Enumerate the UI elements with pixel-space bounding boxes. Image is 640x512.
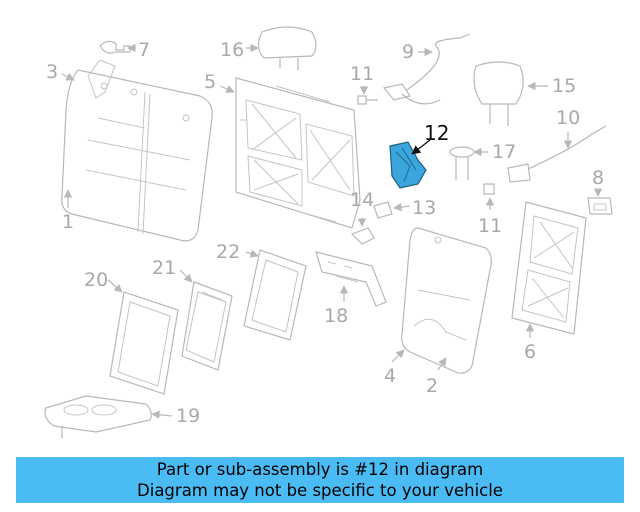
callout-16: 16 [220, 39, 244, 61]
callout-14: 14 [350, 189, 374, 211]
bolt-part-13[interactable] [373, 201, 393, 219]
callout-6: 6 [524, 341, 536, 363]
callout-17: 17 [492, 141, 516, 163]
callout-18: 18 [324, 305, 348, 327]
headrest-part-16[interactable] [257, 26, 317, 70]
callout-11-upper: 11 [350, 63, 374, 85]
panel-part-21[interactable] [181, 281, 233, 371]
callout-7: 7 [138, 39, 150, 61]
headrest-part-15[interactable] [473, 61, 524, 126]
armrest-part-19[interactable] [44, 395, 152, 438]
callout-8: 8 [592, 167, 604, 189]
seatback-cover-part-3[interactable] [61, 59, 213, 242]
callout-labels: 3 1 7 16 5 9 11 15 10 12 17 8 11 14 13 2… [46, 39, 604, 427]
parts-diagram: 3 1 7 16 5 9 11 15 10 12 17 8 11 14 13 2… [44, 26, 613, 438]
bolt-part-11-upper[interactable] [357, 95, 378, 105]
headrest-guide-part-7[interactable] [99, 40, 131, 54]
bracket-part-12[interactable] [389, 141, 427, 189]
seatback-part-2[interactable] [401, 227, 492, 374]
callout-22: 22 [216, 241, 240, 263]
bracket-part-18[interactable] [315, 251, 387, 307]
info-banner: Part or sub-assembly is #12 in diagram D… [16, 457, 624, 503]
banner-line-2: Diagram may not be specific to your vehi… [137, 481, 503, 500]
callout-21: 21 [152, 257, 176, 279]
callout-3: 3 [46, 61, 58, 83]
seatback-frame-part-6[interactable] [511, 201, 587, 335]
release-cable-part-9[interactable] [382, 33, 471, 105]
callout-19: 19 [176, 405, 200, 427]
callout-10: 10 [556, 107, 580, 129]
callout-9: 9 [402, 41, 414, 63]
callout-15: 15 [552, 75, 576, 97]
release-cable-part-10[interactable] [507, 125, 607, 183]
callout-1: 1 [62, 211, 74, 233]
callout-11-lower: 11 [478, 215, 502, 237]
callout-2: 2 [426, 375, 438, 397]
bracket-part-14[interactable] [350, 227, 375, 245]
callout-12: 12 [424, 121, 449, 145]
seatback-frame-part-5[interactable] [235, 77, 361, 229]
panel-part-20[interactable] [109, 291, 179, 395]
callout-5: 5 [204, 71, 216, 93]
grommet-part-17[interactable] [449, 146, 475, 180]
panel-part-22[interactable] [243, 249, 307, 341]
callout-20: 20 [84, 269, 108, 291]
switch-part-8[interactable] [587, 197, 613, 215]
leader-lines [61, 43, 603, 419]
bolt-part-11-lower[interactable] [483, 183, 495, 195]
callout-4: 4 [384, 365, 396, 387]
callout-13: 13 [412, 197, 436, 219]
banner-line-1: Part or sub-assembly is #12 in diagram [156, 460, 484, 479]
